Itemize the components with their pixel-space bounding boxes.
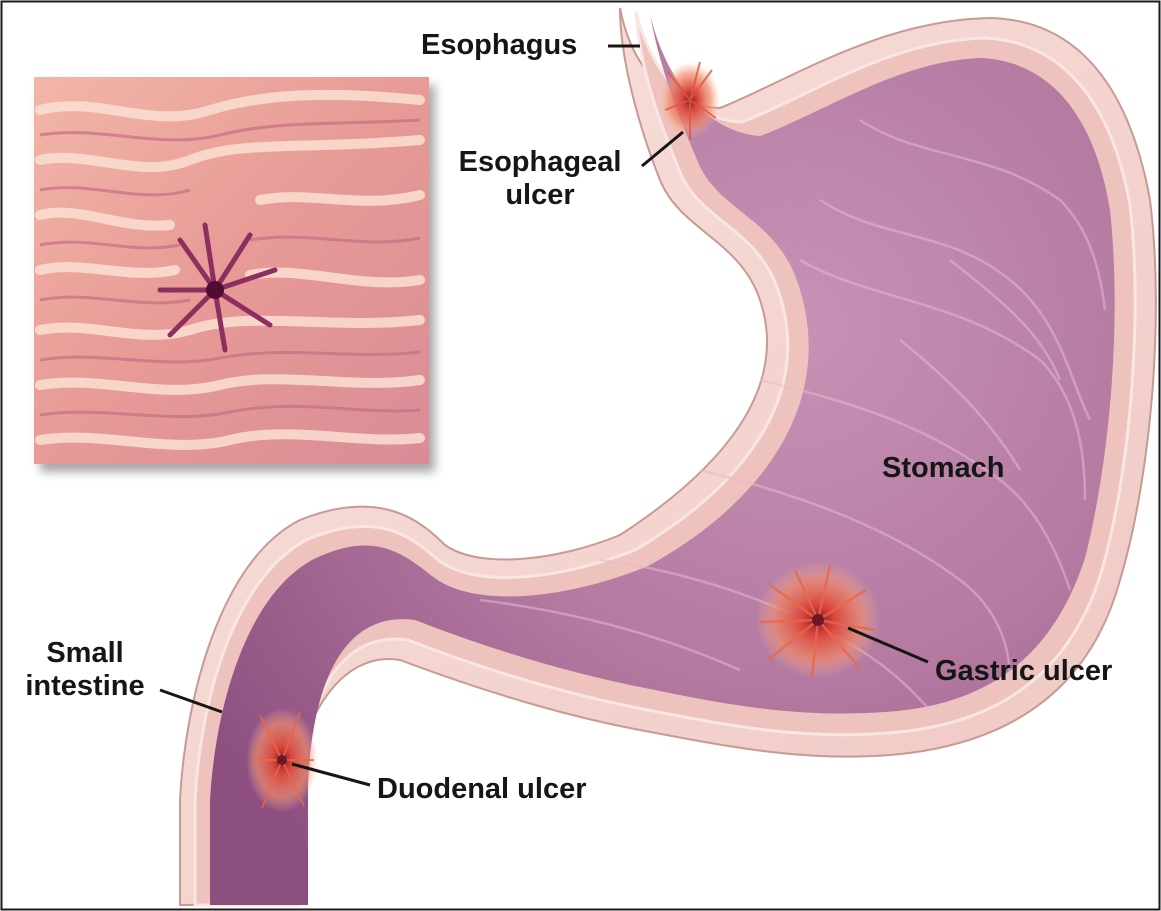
esophagus-label: Esophagus [421,29,577,62]
esophageal-ulcer-label-line2: ulcer [440,179,640,212]
small-intestine-label-line2: intestine [12,670,158,703]
gastric-ulcer-label: Gastric ulcer [935,655,1112,688]
gastric-ulcer [756,562,880,678]
esophageal-ulcer-label: Esophageal ulcer [440,146,640,212]
ulcer-closeup-inset [34,77,429,464]
stomach-label: Stomach [882,452,1004,485]
small-intestine-label-line1: Small [12,637,158,670]
small-intestine-label: Small intestine [12,637,158,703]
duodenal-ulcer [246,708,318,812]
esophageal-ulcer-label-line1: Esophageal [440,146,640,179]
duodenal-ulcer-label: Duodenal ulcer [377,773,587,806]
